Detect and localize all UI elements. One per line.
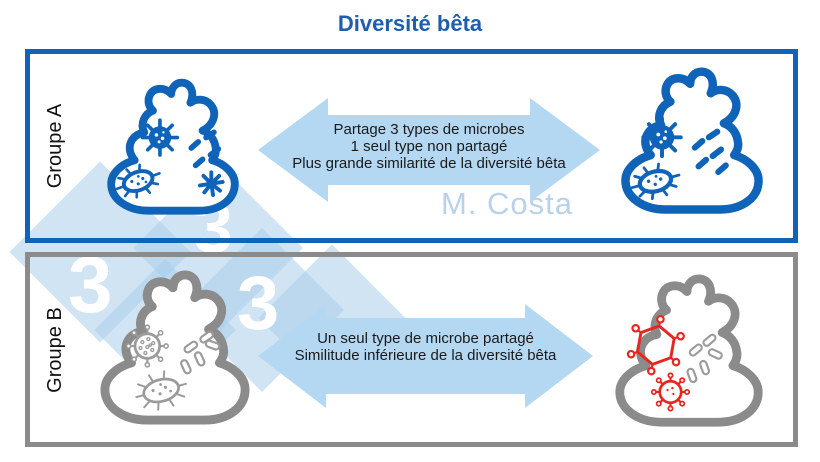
- feces-sample-a-right: [621, 67, 763, 214]
- rod-bacteria-icon: [691, 128, 729, 176]
- group-b-label: Groupe B: [44, 307, 66, 393]
- poop-outline: [615, 274, 763, 427]
- virus-icon: [650, 372, 691, 412]
- caption-line: Plus grande similarité de la diversité b…: [292, 155, 566, 172]
- page-title: Diversité bêta: [337, 11, 483, 36]
- caption-line: Un seul type de microbe partagé: [317, 330, 534, 347]
- double-arrow-b: [258, 304, 593, 408]
- group-b-box: [25, 252, 798, 447]
- watermark-digit: 3: [237, 261, 280, 346]
- star-virus-icon: [198, 170, 225, 197]
- feces-sample-b-left: [100, 270, 250, 425]
- feces-sample-a-left: [107, 78, 239, 215]
- feces-sample-b-right: [615, 274, 763, 427]
- watermark-digit: 3: [68, 240, 113, 329]
- virus-icon: [140, 118, 180, 157]
- group-b-arrow-caption: Un seul type de microbe partagé Similitu…: [258, 330, 593, 364]
- double-arrow-a: [258, 98, 600, 202]
- hexagon-molecule-icon: [626, 314, 685, 376]
- group-a-box: [25, 49, 798, 243]
- group-a-label: Groupe A: [44, 103, 66, 189]
- kidney-bacterium-icon: [630, 162, 681, 201]
- virus-icon: [125, 324, 169, 368]
- kidney-bacterium-icon: [115, 163, 161, 199]
- watermark-author: M. Costa: [441, 186, 574, 221]
- rod-bacteria-icon: [686, 333, 723, 384]
- group-a-arrow-caption: Partage 3 types de microbes 1 seul type …: [263, 121, 595, 172]
- kidney-bacterium-icon: [135, 370, 187, 411]
- virus-icon: [641, 116, 683, 159]
- poop-outline: [100, 270, 250, 425]
- rod-bacteria-icon: [188, 129, 222, 169]
- caption-line: Partage 3 types de microbes: [333, 121, 525, 138]
- rod-bacteria-icon: [180, 330, 221, 375]
- caption-line: Similitude inférieure de la diversité bê…: [294, 347, 557, 364]
- caption-line: 1 seul type non partagé: [350, 138, 508, 155]
